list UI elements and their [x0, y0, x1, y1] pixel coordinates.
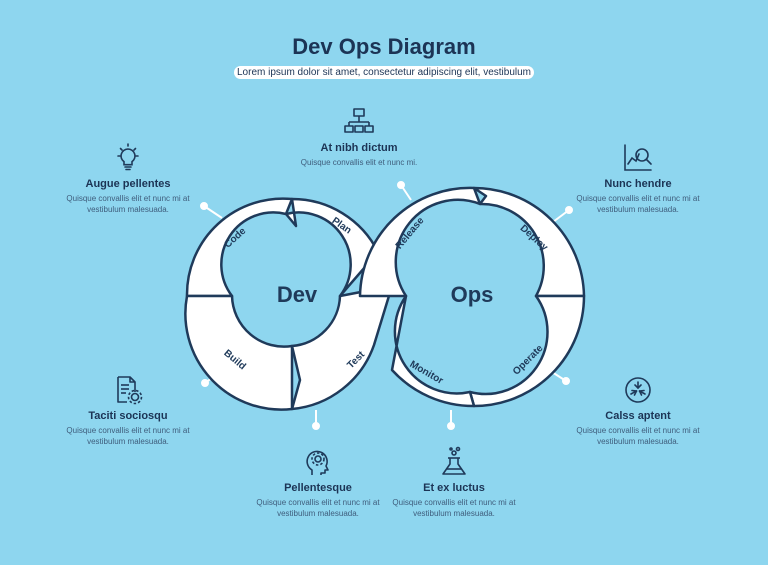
connector-dot-5: [312, 422, 320, 430]
page-subtitle: Lorem ipsum dolor sit amet, consectetur …: [234, 66, 534, 79]
head-gear-icon: [306, 450, 329, 475]
item-title: At nibh dictum: [320, 142, 398, 154]
flask-icon: [442, 446, 466, 475]
item-at-nibh-dictum: At nibh dictum Quisque convallis elit et…: [284, 106, 434, 168]
item-text: Quisque convallis elit et nunc mi at ves…: [66, 426, 190, 446]
connector-dot-1: [200, 202, 208, 210]
item-text: Quisque convallis elit et nunc mi at ves…: [576, 426, 700, 446]
item-pellentesque: Pellentesque Quisque convallis elit et n…: [243, 446, 393, 519]
item-title: Taciti sociosqu: [88, 410, 168, 422]
segment-monitor: [390, 294, 476, 408]
connector-dot-3: [565, 206, 573, 214]
page-title: Dev Ops Diagram: [292, 34, 476, 59]
ops-ring: [358, 186, 586, 408]
item-text: Quisque convallis elit et nunc mi.: [300, 158, 418, 167]
item-augue-pellentes: Augue pellentes Quisque convallis elit e…: [53, 142, 203, 215]
item-title: Augue pellentes: [85, 178, 171, 190]
chart-magnifier-icon: [624, 144, 652, 171]
item-text: Quisque convallis elit et nunc mi at ves…: [576, 194, 700, 214]
item-calss-aptent: Calss aptent Quisque convallis elit et n…: [563, 374, 713, 447]
item-nunc-hendre: Nunc hendre Quisque convallis elit et nu…: [563, 142, 713, 215]
connector-dot-2: [397, 181, 405, 189]
connector-dot-6: [447, 422, 455, 430]
item-title: Et ex luctus: [423, 482, 485, 494]
arrows-target-icon: [625, 377, 651, 403]
item-et-ex-luctus: Et ex luctus Quisque convallis elit et n…: [379, 446, 529, 519]
dev-ring: [184, 197, 394, 411]
item-title: Nunc hendre: [604, 178, 672, 190]
lightbulb-icon: [117, 143, 139, 171]
item-text: Quisque convallis elit et nunc mi at ves…: [392, 498, 516, 518]
segment-build: [184, 294, 294, 411]
network-icon: [344, 108, 374, 133]
item-title: Calss aptent: [605, 410, 671, 422]
segment-release: [358, 186, 482, 298]
segment-test: [290, 284, 394, 411]
ops-label: Ops: [451, 282, 494, 307]
segment-operate: [468, 294, 586, 408]
connector-dot-7: [562, 377, 570, 385]
item-title: Pellentesque: [284, 482, 352, 494]
document-gear-icon: [117, 376, 143, 405]
dev-label: Dev: [277, 282, 318, 307]
segment-plan: [284, 197, 380, 298]
connector-dot-4: [201, 379, 209, 387]
item-text: Quisque convallis elit et nunc mi at ves…: [66, 194, 190, 214]
item-text: Quisque convallis elit et nunc mi at ves…: [256, 498, 380, 518]
item-taciti-sociosqu: Taciti sociosqu Quisque convallis elit e…: [53, 374, 203, 447]
